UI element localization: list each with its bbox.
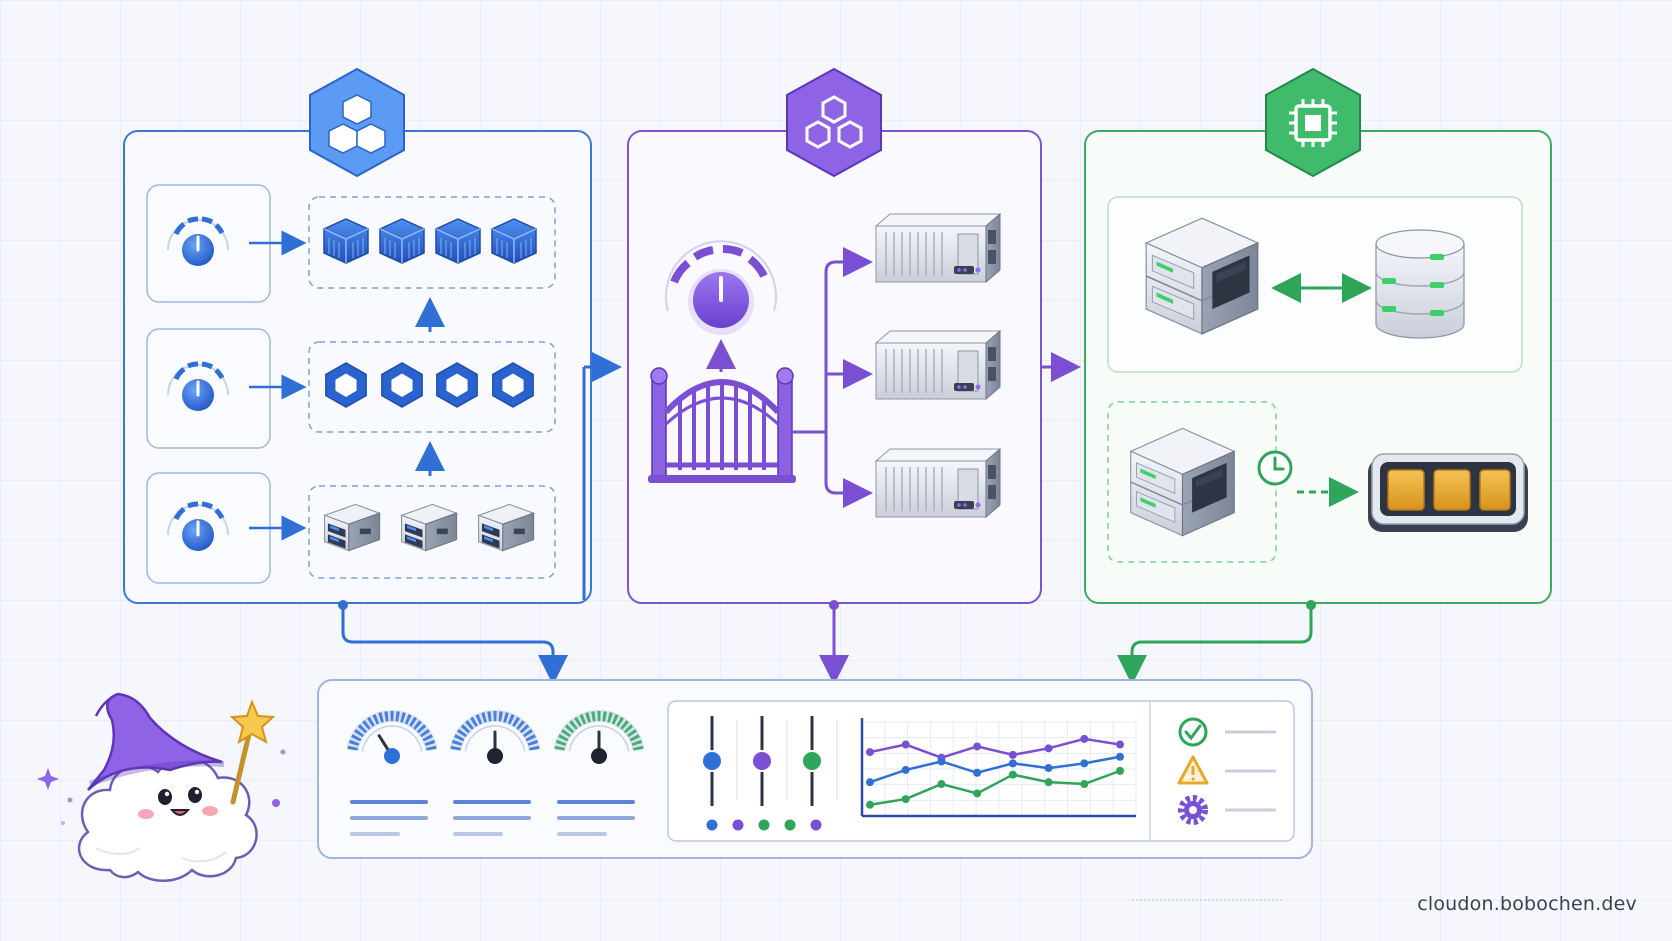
gauges-group xyxy=(346,710,645,836)
indicator-dot xyxy=(706,819,718,831)
series-line xyxy=(869,755,1121,784)
data-point xyxy=(901,765,910,774)
queue-tray xyxy=(1368,453,1528,532)
data-point xyxy=(901,740,910,749)
gauge-label-line xyxy=(453,800,531,804)
indicator-dot xyxy=(810,819,822,831)
slider-handle[interactable] xyxy=(751,750,773,772)
load-balancing-panel xyxy=(627,67,1042,604)
data-point xyxy=(1116,752,1124,761)
cubes-icon xyxy=(309,67,405,178)
wizard-cloud-icon xyxy=(37,692,286,882)
scaling-row-pods xyxy=(146,328,556,449)
data-point xyxy=(866,748,874,757)
backend-servers xyxy=(875,213,1001,518)
monitoring-dashboard xyxy=(317,679,1313,859)
indicator-dot xyxy=(784,819,796,831)
data-point xyxy=(1080,780,1089,789)
data-point xyxy=(1080,734,1089,743)
queued-job-blocks xyxy=(1387,469,1511,511)
gauge xyxy=(449,710,541,836)
data-point xyxy=(1080,759,1089,768)
node-servers xyxy=(324,503,535,552)
data-point xyxy=(1008,770,1017,779)
warning-triangle-icon xyxy=(1177,755,1209,785)
slider-handle[interactable] xyxy=(701,750,723,772)
gate-icon xyxy=(648,367,796,483)
data-point xyxy=(937,757,946,766)
slider[interactable] xyxy=(751,716,773,806)
slider[interactable] xyxy=(801,716,823,806)
gauge-hub xyxy=(384,748,400,764)
data-point xyxy=(1008,750,1017,759)
slider[interactable] xyxy=(701,716,723,806)
footer-divider xyxy=(1132,899,1282,901)
scaling-row-nodes xyxy=(146,472,556,584)
check-circle-icon xyxy=(1178,717,1208,747)
gauge-label-line xyxy=(350,816,428,820)
data-point xyxy=(1116,740,1124,749)
data-point xyxy=(1008,759,1017,768)
data-point xyxy=(1116,766,1124,775)
compute-server xyxy=(1145,217,1259,335)
data-point xyxy=(973,789,982,798)
gauge-hub xyxy=(591,748,607,764)
gauge-label-line xyxy=(350,832,400,836)
clock-icon xyxy=(1257,450,1293,486)
container-orchestration-panel xyxy=(123,67,592,604)
series-line xyxy=(869,737,1121,760)
data-point xyxy=(866,778,874,787)
status-list xyxy=(1177,717,1276,825)
indicator-dot xyxy=(732,819,744,831)
data-point xyxy=(1044,764,1053,773)
dial-knob-icon[interactable] xyxy=(665,240,777,335)
line-chart xyxy=(860,718,1137,818)
gauge-hub xyxy=(487,748,503,764)
batch-server xyxy=(1129,427,1236,537)
sliders-group xyxy=(701,716,838,831)
gauge-label-line xyxy=(557,800,635,804)
data-point xyxy=(1044,778,1053,787)
database-stack xyxy=(1375,229,1465,339)
hexagon-cluster-icon xyxy=(786,67,882,178)
data-point xyxy=(937,780,946,789)
series-line xyxy=(869,769,1121,806)
data-point xyxy=(973,742,982,751)
cpu-chip-icon xyxy=(1265,67,1361,178)
scaling-row-containers xyxy=(146,184,556,303)
gauge xyxy=(553,710,645,836)
gauge-label-line xyxy=(453,832,503,836)
gauge-label-line xyxy=(557,832,607,836)
gauge xyxy=(346,710,438,836)
data-point xyxy=(866,800,874,809)
data-point xyxy=(973,768,982,777)
gauge-label-line xyxy=(557,816,635,820)
data-point xyxy=(1044,744,1053,753)
gauge-label-line xyxy=(453,816,531,820)
footer-url[interactable]: cloudon.bobochen.dev xyxy=(1417,893,1637,915)
slider-handle[interactable] xyxy=(801,750,823,772)
compute-storage-panel xyxy=(1084,67,1552,604)
indicator-dot xyxy=(758,819,770,831)
gear-icon xyxy=(1178,795,1208,825)
gauge-label-line xyxy=(350,800,428,804)
data-point xyxy=(901,795,910,804)
